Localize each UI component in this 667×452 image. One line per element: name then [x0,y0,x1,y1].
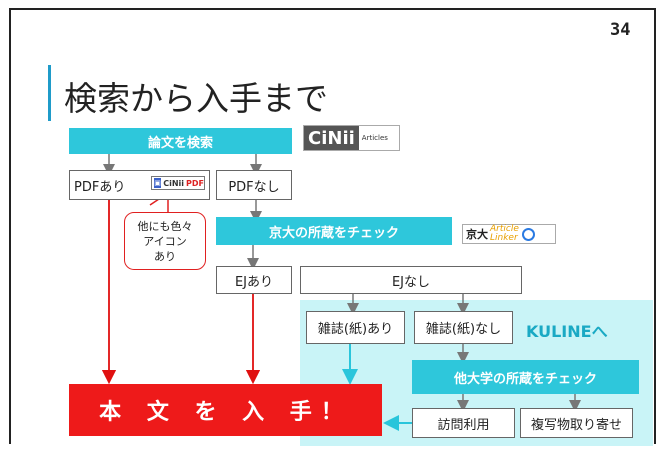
obtain-full-text-box: 本 文 を 入 手！ [69,384,382,436]
print-journal-unavailable-box: 雑誌(紙)なし [414,311,513,344]
kyodai-article-linker-logo: 京大 Article Linker [462,224,556,244]
cinii-logo-subtext: Articles [361,134,388,142]
cinii-pdf-icon-text: CiNii [163,178,185,188]
title-accent-bar [48,65,51,121]
slide-frame [9,8,656,444]
check-other-univ-holdings-step: 他大学の所蔵をチェック [412,360,639,394]
kuline-label: KULINEへ [526,322,608,341]
article-word: Article [490,224,519,234]
visit-use-box: 訪問利用 [412,408,515,438]
callout-line-3: あり [154,249,176,263]
ej-available-box: EJあり [216,266,292,294]
search-papers-step: 論文を検索 [69,128,292,154]
copy-request-box: 複写物取り寄せ [520,408,633,438]
magnifier-icon [521,227,535,241]
cinii-logo-text: CiNii [304,126,359,150]
page-number: 34 [610,20,631,40]
cinii-pdf-icon: ▣ CiNii PDF [151,176,205,190]
article-linker-wordmark: Article Linker [488,225,519,243]
cinii-pdf-badge-icon: ▣ [154,178,162,188]
callout-line-1: 他にも色々 [137,219,193,233]
pdf-unavailable-box: PDFなし [216,170,292,200]
callout-line-2: アイコン [143,234,187,248]
check-kyoto-holdings-step: 京大の所蔵をチェック [216,217,452,245]
cinii-articles-logo: CiNii Articles [303,125,400,151]
kyodai-logo-prefix: 京大 [466,228,488,241]
print-journal-available-box: 雑誌(紙)あり [306,311,405,344]
pdf-available-label: PDFあり [74,179,126,195]
linker-word: Linker [490,233,518,243]
ej-unavailable-box: EJなし [300,266,522,294]
pdf-available-box: PDFあり [69,170,210,200]
cinii-pdf-icon-pdf: PDF [186,178,204,188]
slide-title: 検索から入手まで [64,79,328,118]
more-icons-callout: 他にも色々 アイコン あり [124,212,206,270]
